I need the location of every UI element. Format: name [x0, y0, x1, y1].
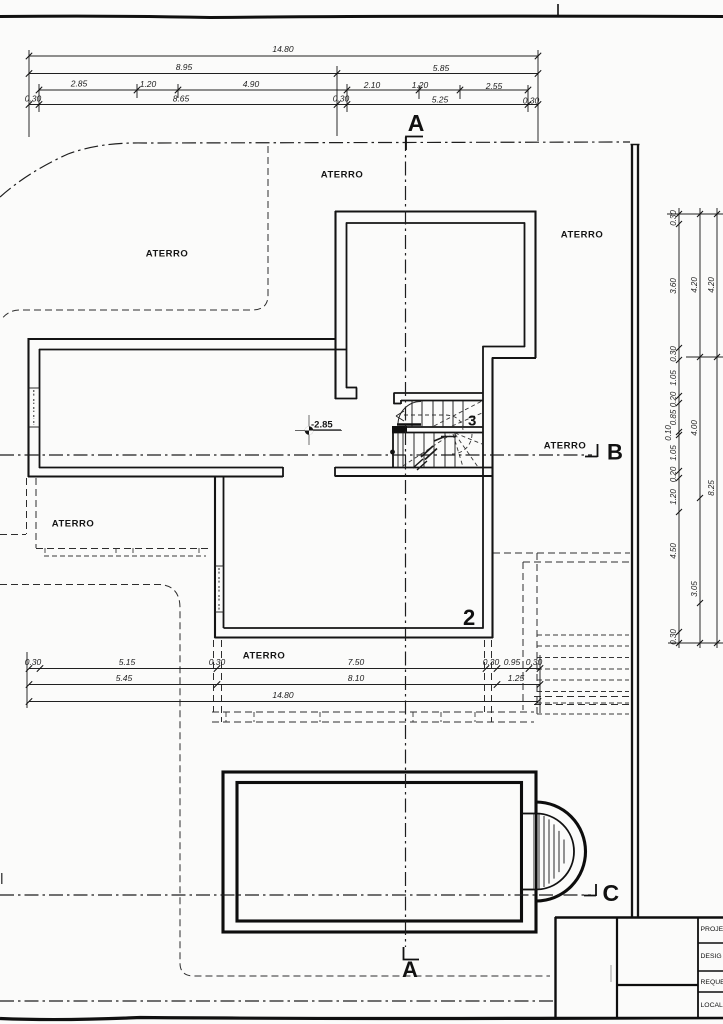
- svg-text:0.30: 0.30: [209, 657, 226, 667]
- svg-text:0.30: 0.30: [526, 657, 543, 667]
- svg-text:2.85: 2.85: [70, 79, 88, 89]
- svg-text:7.50: 7.50: [348, 657, 365, 667]
- svg-text:-2.85: -2.85: [311, 420, 333, 431]
- svg-text:B: B: [607, 440, 623, 465]
- svg-text:2.55: 2.55: [485, 81, 503, 91]
- svg-text:0.10: 0.10: [664, 425, 673, 441]
- svg-text:ATERRO: ATERRO: [561, 230, 603, 241]
- svg-text:0.20: 0.20: [669, 391, 678, 407]
- svg-text:1.05: 1.05: [669, 445, 678, 461]
- svg-text:4.50: 4.50: [669, 543, 678, 559]
- svg-text:C: C: [603, 880, 620, 906]
- svg-text:1.20: 1.20: [669, 489, 678, 505]
- svg-text:2.10: 2.10: [363, 80, 381, 90]
- svg-text:3.05: 3.05: [690, 581, 699, 597]
- svg-text:14.80: 14.80: [272, 690, 294, 700]
- svg-text:3.60: 3.60: [669, 278, 678, 294]
- svg-text:0.30: 0.30: [333, 94, 350, 104]
- svg-text:8.65: 8.65: [173, 94, 190, 104]
- svg-text:ATERRO: ATERRO: [52, 519, 94, 530]
- svg-text:4.00: 4.00: [690, 420, 699, 436]
- svg-text:8.25: 8.25: [707, 480, 716, 496]
- svg-text:ATERRO: ATERRO: [321, 170, 363, 181]
- svg-text:LOCAL: LOCAL: [701, 1002, 723, 1009]
- svg-text:0.30: 0.30: [25, 657, 42, 667]
- svg-text:5.45: 5.45: [116, 673, 133, 683]
- svg-text:0.20: 0.20: [669, 466, 678, 482]
- svg-text:0.85: 0.85: [669, 409, 678, 425]
- svg-text:1.25: 1.25: [508, 673, 525, 683]
- svg-text:0.30: 0.30: [669, 629, 678, 645]
- svg-text:A: A: [408, 110, 425, 136]
- svg-text:4.90: 4.90: [243, 79, 260, 89]
- svg-text:5.85: 5.85: [433, 63, 450, 73]
- svg-text:3: 3: [468, 413, 476, 430]
- svg-text:1.20: 1.20: [140, 79, 157, 89]
- svg-text:8.95: 8.95: [176, 62, 193, 72]
- svg-text:DESIG: DESIG: [701, 953, 722, 960]
- svg-text:0.30: 0.30: [523, 96, 540, 106]
- svg-text:4.20: 4.20: [707, 277, 716, 293]
- svg-text:1.05: 1.05: [669, 370, 678, 386]
- svg-text:14.80: 14.80: [272, 44, 294, 54]
- svg-text:ATERRO: ATERRO: [544, 441, 586, 452]
- svg-text:0.30: 0.30: [25, 94, 42, 104]
- svg-text:2: 2: [463, 605, 475, 630]
- svg-text:PROJE: PROJE: [701, 926, 723, 933]
- svg-text:5.25: 5.25: [432, 95, 449, 105]
- svg-text:ATERRO: ATERRO: [243, 651, 285, 662]
- svg-text:A: A: [402, 957, 418, 982]
- svg-text:1.20: 1.20: [412, 80, 429, 90]
- svg-text:8.10: 8.10: [348, 673, 365, 683]
- svg-text:ATERRO: ATERRO: [146, 249, 188, 260]
- svg-text:4.20: 4.20: [690, 277, 699, 293]
- svg-text:0.30: 0.30: [669, 346, 678, 362]
- svg-text:0.95: 0.95: [504, 657, 521, 667]
- svg-text:REQUE: REQUE: [701, 979, 723, 986]
- svg-text:0.30: 0.30: [483, 657, 500, 667]
- svg-text:5.15: 5.15: [119, 657, 136, 667]
- svg-text:0.30: 0.30: [669, 210, 678, 226]
